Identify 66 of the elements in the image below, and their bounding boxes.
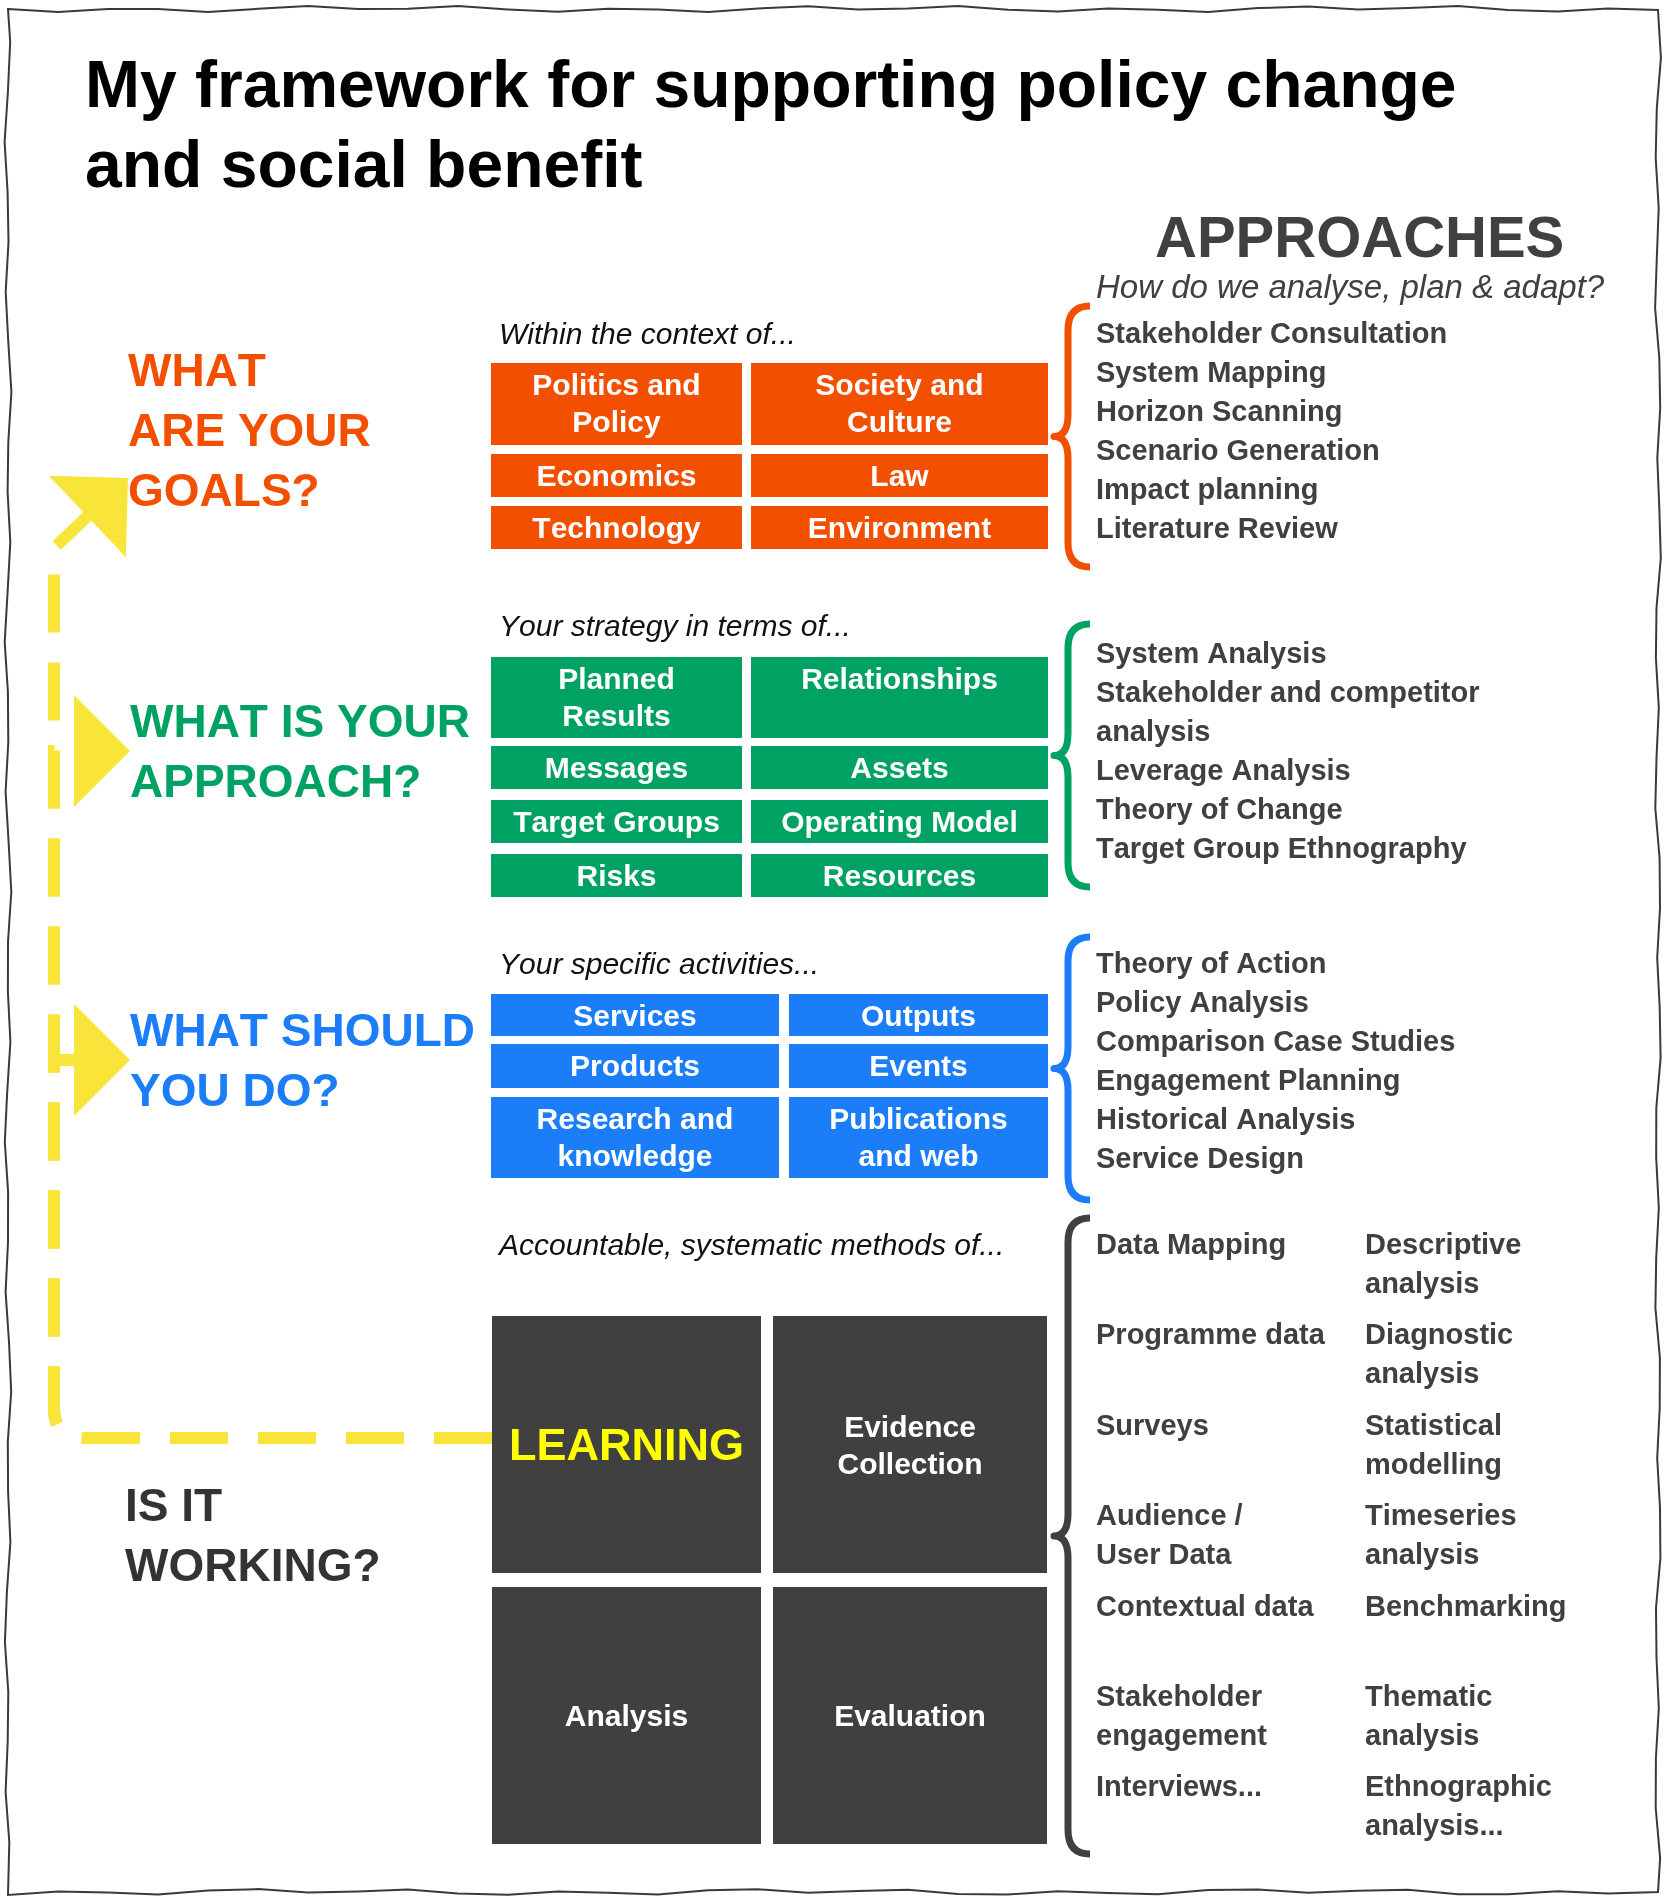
- approach-item: Theory of Change: [1096, 792, 1343, 827]
- section-caption: Your strategy in terms of...: [499, 608, 851, 644]
- approach-item: Historical Analysis: [1096, 1102, 1356, 1137]
- section-caption: Accountable, systematic methods of...: [499, 1227, 1005, 1263]
- approach-item: Engagement Planning: [1096, 1063, 1401, 1098]
- approach-item: Scenario Generation: [1096, 433, 1380, 468]
- method-item: Audience / User Data: [1096, 1498, 1244, 1573]
- approach-item: System Mapping: [1096, 355, 1327, 390]
- section-caption: Your specific activities...: [499, 946, 820, 982]
- category-box: Publications and web: [789, 1097, 1048, 1178]
- category-box: Messages: [491, 746, 742, 789]
- approach-item: Policy Analysis: [1096, 985, 1309, 1020]
- method-item: Ethnographic analysis...: [1365, 1769, 1553, 1844]
- approach-item: Target Group Ethnography: [1096, 831, 1467, 866]
- category-box: Assets: [751, 746, 1048, 789]
- approach-item: Service Design: [1096, 1141, 1304, 1176]
- approach-item: Leverage Analysis: [1096, 753, 1351, 788]
- method-item: Interviews...: [1096, 1769, 1262, 1805]
- method-box: LEARNING: [492, 1316, 761, 1573]
- method-item: Data Mapping: [1096, 1227, 1287, 1262]
- method-item: Contextual data: [1096, 1588, 1314, 1624]
- method-box: Evaluation: [773, 1587, 1047, 1844]
- column-subtitle: How do we analyse, plan & adapt?: [1096, 268, 1605, 306]
- section-caption: Within the context of...: [499, 316, 796, 352]
- category-box: Resources: [751, 854, 1048, 897]
- question-heading: WHAT IS YOUR APPROACH?: [130, 691, 480, 811]
- method-box: Analysis: [492, 1587, 761, 1844]
- category-box: Research and knowledge: [491, 1097, 779, 1178]
- category-box: Politics and Policy: [491, 363, 742, 445]
- question-heading: WHAT SHOULD YOU DO?: [130, 1000, 480, 1120]
- category-box: Operating Model: [751, 800, 1048, 843]
- category-box: Outputs: [789, 994, 1048, 1036]
- category-box: Products: [491, 1044, 779, 1088]
- category-box: Law: [751, 454, 1048, 497]
- category-box: Technology: [491, 506, 742, 549]
- approach-item: Literature Review: [1096, 511, 1338, 546]
- method-item: Programme data: [1096, 1317, 1325, 1353]
- method-item: Timeseries analysis: [1365, 1498, 1518, 1573]
- method-item: Statistical modelling: [1365, 1407, 1503, 1482]
- method-item: Surveys: [1096, 1407, 1209, 1443]
- approach-item: Theory of Action: [1096, 946, 1327, 981]
- method-box: Evidence Collection: [773, 1316, 1047, 1573]
- category-box: Target Groups: [491, 800, 742, 843]
- category-box: Relationships: [751, 657, 1048, 738]
- approach-item: Impact planning: [1096, 472, 1319, 507]
- question-heading: WHAT ARE YOUR GOALS?: [128, 340, 373, 520]
- approach-item: Comparison Case Studies: [1096, 1024, 1456, 1059]
- method-item: Stakeholder engagement: [1096, 1678, 1268, 1753]
- category-box: Planned Results: [491, 657, 742, 738]
- approach-item: Horizon Scanning: [1096, 394, 1343, 429]
- category-box: Risks: [491, 854, 742, 897]
- question-heading: IS IT WORKING?: [125, 1478, 382, 1593]
- category-box: Society and Culture: [751, 363, 1048, 445]
- category-box: Economics: [491, 454, 742, 497]
- method-item: Thematic analysis: [1365, 1678, 1494, 1753]
- category-box: Services: [491, 994, 779, 1036]
- approach-item: System Analysis: [1096, 636, 1327, 671]
- approach-item: Stakeholder Consultation: [1096, 316, 1448, 351]
- method-item: Descriptive analysis: [1365, 1227, 1523, 1301]
- method-item: Diagnostic analysis: [1365, 1317, 1515, 1392]
- category-box: Events: [789, 1044, 1048, 1088]
- diagram-title: My framework for supporting policy change and social benefit: [85, 46, 1458, 203]
- column-heading: APPROACHES: [1155, 207, 1565, 267]
- approach-item: Stakeholder and competitor analysis: [1096, 675, 1481, 749]
- category-box: Environment: [751, 506, 1048, 549]
- method-item: Benchmarking: [1365, 1588, 1567, 1624]
